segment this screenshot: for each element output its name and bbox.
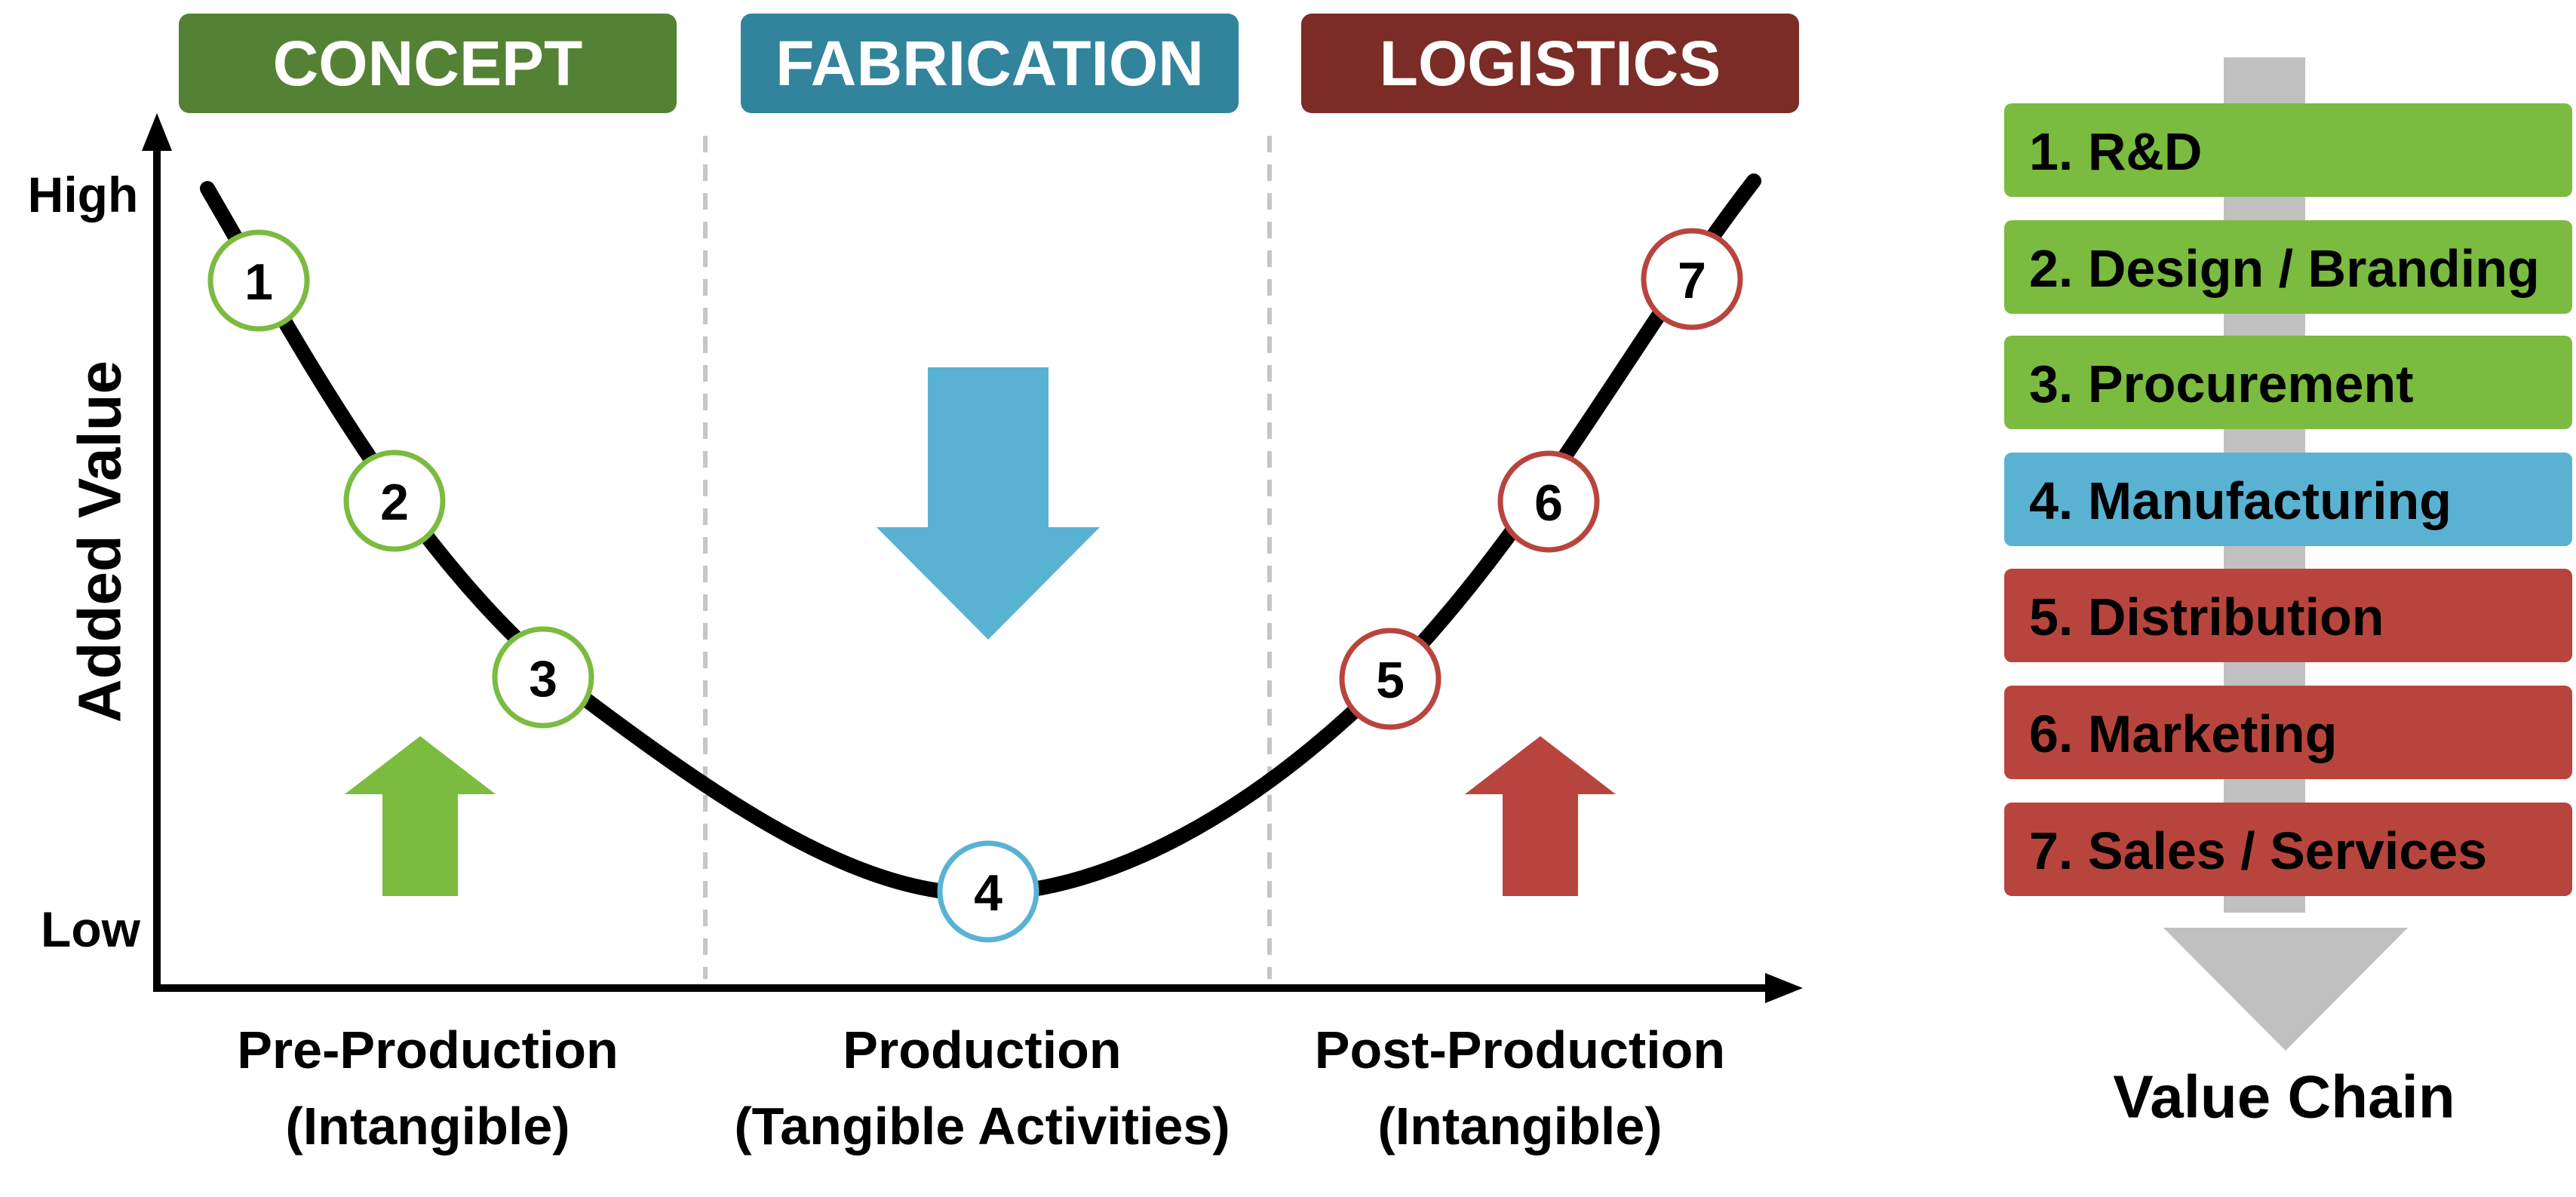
- node-2: 2: [343, 450, 446, 552]
- header-logistics-label: LOGISTICS: [1380, 28, 1721, 99]
- node-7-circle: [1641, 228, 1743, 330]
- value-chain-item-4-label: 4. Manufacturing: [2029, 471, 2452, 530]
- node-7-label: 7: [1678, 252, 1706, 309]
- header-concept-box: [179, 14, 677, 113]
- arrow-down-blue: [877, 367, 1100, 640]
- value-chain-item-5-box: [2004, 569, 2572, 662]
- header-concept-label: CONCEPT: [273, 28, 583, 99]
- value-chain-item-1: 1. R&D: [2004, 103, 2572, 197]
- node-4-label: 4: [974, 864, 1002, 922]
- node-5-circle: [1339, 628, 1442, 730]
- value-chain-item-4-box: [2004, 453, 2572, 546]
- phase-production-line1: Production: [843, 1021, 1121, 1079]
- value-chain-item-1-box: [2004, 103, 2572, 197]
- value-chain-item-3-box: [2004, 336, 2572, 429]
- y-axis-title: Added Value: [66, 361, 134, 723]
- arrow-up-red: [1465, 736, 1616, 896]
- value-chain-top-block: [2224, 57, 2305, 98]
- value-chain-item-2: 2. Design / Branding: [2004, 220, 2572, 314]
- value-chain-title: Value Chain: [2113, 1063, 2455, 1131]
- node-4: 4: [937, 840, 1039, 943]
- node-3-label: 3: [529, 650, 557, 707]
- phase-pre-production-line1: Pre-Production: [237, 1021, 619, 1079]
- header-logistics-box: [1301, 14, 1799, 113]
- node-6-label: 6: [1534, 474, 1563, 532]
- header-logistics: LOGISTICS: [1301, 14, 1799, 113]
- value-chain-item-7-label: 7. Sales / Services: [2029, 821, 2487, 880]
- node-2-label: 2: [380, 474, 409, 531]
- phase-post-production-line2: (Intangible): [1377, 1097, 1662, 1156]
- x-axis-arrowhead: [1765, 973, 1803, 1003]
- phase-pre-production-line2: (Intangible): [285, 1097, 570, 1156]
- value-chain-item-7: 7. Sales / Services: [2004, 803, 2572, 896]
- node-3: 3: [492, 626, 594, 729]
- node-3-circle: [492, 626, 594, 729]
- axes: [142, 113, 1803, 1003]
- value-chain: 1. R&D 2. Design / Branding 3. Procureme…: [2004, 57, 2572, 1131]
- value-chain-item-3: 3. Procurement: [2004, 336, 2572, 429]
- header-concept: CONCEPT: [179, 14, 677, 113]
- value-chain-item-6: 6. Marketing: [2004, 686, 2572, 779]
- y-axis-low-label: Low: [41, 901, 141, 957]
- value-chain-item-6-label: 6. Marketing: [2029, 704, 2337, 763]
- value-chain-item-5: 5. Distribution: [2004, 569, 2572, 662]
- value-chain-item-2-box: [2004, 220, 2572, 314]
- value-chain-item-1-label: 1. R&D: [2029, 122, 2202, 181]
- phase-pre-production: Pre-Production (Intangible): [237, 1021, 619, 1156]
- node-7: 7: [1641, 228, 1743, 330]
- value-chain-item-6-box: [2004, 686, 2572, 779]
- node-4-circle: [937, 840, 1039, 943]
- node-2-circle: [343, 450, 446, 552]
- y-axis-high-label: High: [28, 167, 139, 223]
- header-fabrication: FABRICATION: [741, 14, 1239, 113]
- value-chain-item-3-label: 3. Procurement: [2029, 354, 2414, 413]
- value-chain-arrowhead: [2163, 928, 2408, 1051]
- phase-post-production-line1: Post-Production: [1315, 1021, 1725, 1079]
- phase-production-line2: (Tangible Activities): [734, 1097, 1230, 1156]
- value-chain-item-2-label: 2. Design / Branding: [2029, 239, 2540, 298]
- phase-post-production: Post-Production (Intangible): [1315, 1021, 1725, 1156]
- node-1: 1: [207, 229, 310, 332]
- header-fabrication-label: FABRICATION: [775, 28, 1204, 99]
- node-6: 6: [1497, 450, 1600, 553]
- node-5-label: 5: [1376, 652, 1405, 709]
- arrow-up-green: [345, 736, 496, 896]
- node-6-circle: [1497, 450, 1600, 553]
- phase-production: Production (Tangible Activities): [734, 1021, 1230, 1156]
- value-chain-item-7-box: [2004, 803, 2572, 896]
- value-chain-item-4: 4. Manufacturing: [2004, 453, 2572, 546]
- header-fabrication-box: [741, 14, 1239, 113]
- value-chain-item-5-label: 5. Distribution: [2029, 588, 2384, 646]
- y-axis-arrowhead: [142, 113, 172, 151]
- node-5: 5: [1339, 628, 1442, 730]
- node-1-circle: [207, 229, 310, 332]
- node-1-label: 1: [244, 253, 273, 311]
